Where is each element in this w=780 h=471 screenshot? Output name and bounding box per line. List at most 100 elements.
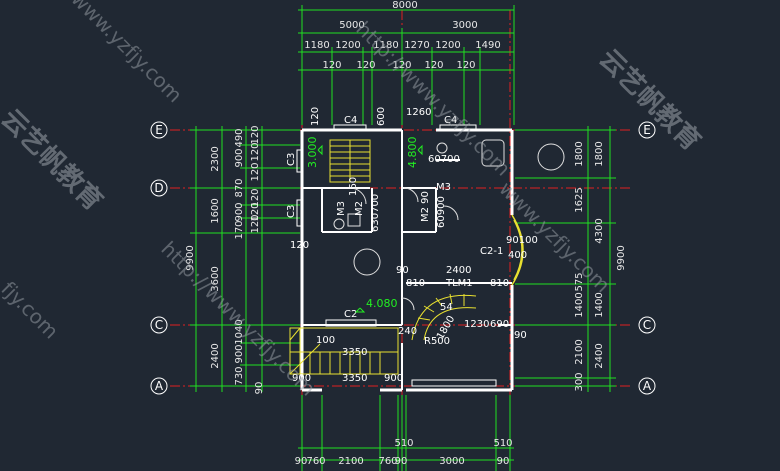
exterior-walls (300, 128, 514, 392)
label-dim-60900: 60900 (436, 196, 447, 228)
dim-right-2400o: 2400 (594, 343, 605, 368)
watermark-brand-left: 云艺帆教育 (0, 103, 109, 217)
dim-left-120a: 120 (250, 125, 261, 144)
dim-left-2400: 2400 (210, 343, 221, 368)
dim-top-3000: 3000 (452, 20, 477, 31)
dim-bottom-90c: 90 (497, 456, 510, 467)
dim-top-overall: 8000 (392, 0, 417, 11)
dim-top-1200a: 1200 (335, 40, 360, 51)
axis-label-left-d: D (154, 181, 163, 195)
dim-left-1600: 1600 (210, 198, 221, 223)
label-c3-mid: C3 (286, 205, 297, 218)
dim-left-900b: 900 (234, 202, 245, 221)
dim-top-120e: 120 (456, 60, 475, 71)
bay-window (511, 214, 524, 286)
dim-top-5000: 5000 (339, 20, 364, 31)
stairs-top (329, 139, 371, 183)
axis-label-right-e: E (643, 123, 651, 137)
label-dim-90100: 90100 (506, 235, 538, 246)
dim-left-730: 730 (234, 366, 245, 385)
dim-left-total: 9900 (185, 245, 196, 270)
label-dim-810b: 810 (490, 278, 509, 289)
label-dim-3350a: 3350 (342, 347, 367, 358)
dim-top-1270: 1270 (404, 40, 429, 51)
dim-left-900a: 900 (234, 148, 245, 167)
dim-bottom-90b: 90 (395, 456, 408, 467)
label-dim-90b: 90 (514, 330, 527, 341)
dim-top-1180b: 1180 (373, 40, 398, 51)
label-dim-90a: 90 (396, 265, 409, 276)
label-dim-630700: 630700 (370, 194, 381, 232)
axis-bubbles (150, 121, 656, 395)
dim-bottom-760a: 760 (306, 456, 325, 467)
interior-walls (302, 130, 512, 390)
label-dim-810a: 810 (406, 278, 425, 289)
dim-bottom-2100: 2100 (338, 456, 363, 467)
dim-bottom-510a: 510 (394, 438, 413, 449)
label-c2: C2 (344, 309, 357, 320)
stairs-bottom (289, 327, 399, 375)
label-tlm1: TLM1 (445, 278, 473, 289)
watermark-edge-left: fjy.com (0, 277, 63, 344)
dim-right-300: 300 (574, 372, 585, 391)
axis-label-right-a: A (643, 379, 652, 393)
label-dim-1260: 1260 (406, 107, 431, 118)
dim-bottom-760b: 760 (378, 456, 397, 467)
level-mark-4080: 4.080 (366, 297, 398, 310)
label-dim-900a: 900 (292, 373, 311, 384)
label-c3-top: C3 (286, 153, 297, 166)
dim-right-1400o: 1400 (594, 292, 605, 317)
dim-top-1200b: 1200 (435, 40, 460, 51)
dim-left-900c: 900 (234, 344, 245, 363)
windows (296, 124, 497, 387)
dim-bottom-90a: 90 (295, 456, 308, 467)
label-dim-3350b: 3350 (342, 373, 367, 384)
level-mark-4800: 4.800 (406, 137, 419, 169)
dim-left-120f: 120 (250, 202, 261, 221)
label-dim-160: 160 (348, 177, 359, 196)
dim-right-1625: 1625 (574, 187, 585, 212)
label-c4-left: C4 (344, 115, 357, 126)
level-mark-3000: 3.000 (306, 137, 319, 169)
label-dim-900b: 900 (384, 373, 403, 384)
level-mark-triangles (317, 144, 423, 313)
label-r500: R500 (424, 336, 450, 347)
label-c4-right: C4 (444, 115, 457, 126)
label-m3-top: M3 (436, 182, 451, 193)
dim-top-120d: 120 (424, 60, 443, 71)
curved-stair (411, 293, 477, 341)
dim-left-2300: 2300 (210, 146, 221, 171)
dim-top-120b: 120 (356, 60, 375, 71)
watermark-url-top: www.yzfjy.com (66, 0, 187, 107)
label-dim-54: 54 (440, 302, 453, 313)
dim-bottom-510b: 510 (493, 438, 512, 449)
dim-top-1180a: 1180 (304, 40, 329, 51)
dim-top-120c: 120 (392, 60, 411, 71)
label-m3-bath: M3 (336, 201, 347, 216)
label-dim-120a: 120 (290, 240, 309, 251)
watermark-edge-right: fjy.com (702, 0, 769, 4)
dim-left-90: 90 (254, 382, 265, 395)
label-dim-60700: 60700 (428, 154, 460, 165)
dim-top-120a: 120 (322, 60, 341, 71)
axis-label-left-c: C (155, 318, 163, 332)
label-dim-2400: 2400 (446, 265, 471, 276)
label-dim-100: 100 (316, 335, 335, 346)
dim-bottom-3000: 3000 (439, 456, 464, 467)
dim-left-120d: 120 (250, 214, 261, 233)
dim-right-4300: 4300 (594, 218, 605, 243)
label-m2-90: M2 90 (420, 191, 431, 222)
label-dim-120b: 120 (310, 107, 321, 126)
bottom-dimension-lines (298, 395, 514, 471)
dim-left-870: 870 (234, 178, 245, 197)
fixtures (333, 139, 565, 311)
axis-label-left-e: E (155, 123, 163, 137)
dim-right-1800o: 1800 (594, 141, 605, 166)
top-dimension-lines (298, 5, 515, 125)
label-dim-690: 690 (490, 319, 509, 330)
label-dim-600: 600 (376, 107, 387, 126)
dim-right-1400i: 1400 (574, 292, 585, 317)
label-c2-1: C2-1 (480, 246, 503, 257)
